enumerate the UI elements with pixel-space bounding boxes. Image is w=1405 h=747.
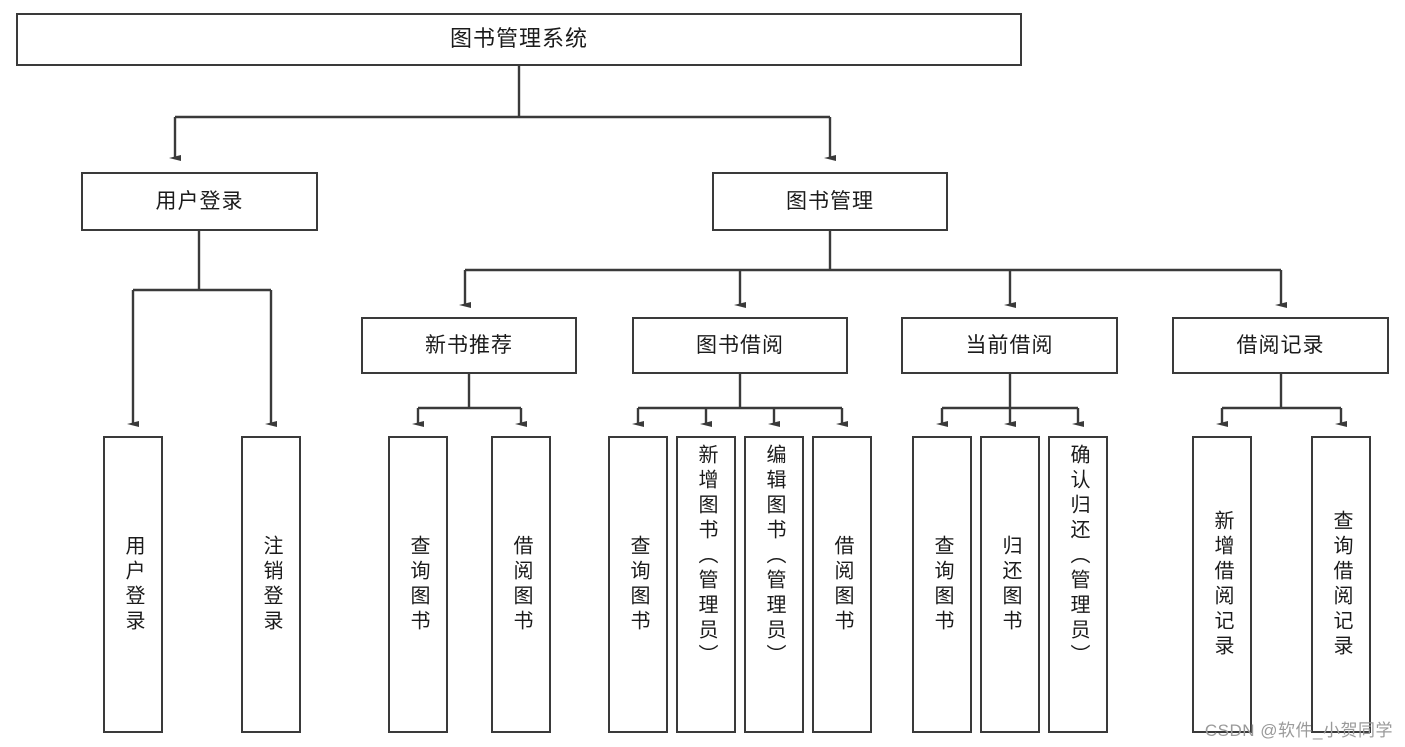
node-label: 新书推荐 <box>425 333 513 357</box>
node-user-login[interactable]: 用户登录 <box>81 172 318 231</box>
leaf-label: 借阅图书 <box>831 534 853 635</box>
leaf-current-borrow-return-book[interactable]: 归还图书 <box>980 436 1040 733</box>
leaf-label: 注销登录 <box>260 534 282 635</box>
node-label: 借阅记录 <box>1236 333 1325 357</box>
leaf-borrow-record-query-record[interactable]: 查询借阅记录 <box>1311 436 1371 733</box>
node-root-book-management-system[interactable]: 图书管理系统 <box>16 13 1022 66</box>
leaf-label: 查询图书 <box>627 534 649 635</box>
leaf-label: 新增图书（管理员） <box>695 444 717 669</box>
node-borrow-record[interactable]: 借阅记录 <box>1172 317 1389 374</box>
node-label: 用户登录 <box>155 189 244 213</box>
leaf-inner: 归还图书 <box>982 444 1038 725</box>
leaf-inner: 新增借阅记录 <box>1194 444 1250 725</box>
leaf-label: 确认归还（管理员） <box>1067 444 1089 669</box>
leaf-book-borrow-borrow-book[interactable]: 借阅图书 <box>812 436 872 733</box>
leaf-label: 查询图书 <box>407 534 429 635</box>
leaf-inner: 新增图书（管理员） <box>678 444 734 725</box>
node-new-book-recommend[interactable]: 新书推荐 <box>361 317 577 374</box>
leaf-inner: 查询图书 <box>914 444 970 725</box>
leaf-user-login-logout[interactable]: 注销登录 <box>241 436 301 733</box>
leaf-label: 用户登录 <box>122 534 144 635</box>
leaf-book-borrow-add-book-admin[interactable]: 新增图书（管理员） <box>676 436 736 733</box>
leaf-inner: 查询借阅记录 <box>1313 444 1369 725</box>
node-label: 图书管理系统 <box>449 26 588 52</box>
leaf-label: 归还图书 <box>999 534 1021 635</box>
node-label: 图书管理 <box>786 189 874 213</box>
leaf-label: 新增借阅记录 <box>1211 509 1233 660</box>
leaf-book-borrow-edit-book-admin[interactable]: 编辑图书（管理员） <box>744 436 804 733</box>
leaf-label: 编辑图书（管理员） <box>763 444 785 669</box>
csdn-watermark: CSDN @软件_小贺同学 <box>1204 721 1393 740</box>
leaf-new-book-borrow-book[interactable]: 借阅图书 <box>491 436 551 733</box>
leaf-inner: 查询图书 <box>610 444 666 725</box>
leaf-label: 查询借阅记录 <box>1330 509 1352 660</box>
leaf-inner: 确认归还（管理员） <box>1050 444 1106 725</box>
node-current-borrow[interactable]: 当前借阅 <box>901 317 1118 374</box>
leaf-label: 查询图书 <box>931 534 953 635</box>
node-book-borrow[interactable]: 图书借阅 <box>632 317 848 374</box>
leaf-inner: 注销登录 <box>243 444 299 725</box>
node-book-management[interactable]: 图书管理 <box>712 172 948 231</box>
leaf-inner: 编辑图书（管理员） <box>746 444 802 725</box>
node-label: 当前借阅 <box>965 333 1054 357</box>
leaf-inner: 借阅图书 <box>814 444 870 725</box>
leaf-inner: 用户登录 <box>105 444 161 725</box>
leaf-current-borrow-query-book[interactable]: 查询图书 <box>912 436 972 733</box>
leaf-current-borrow-confirm-return-admin[interactable]: 确认归还（管理员） <box>1048 436 1108 733</box>
leaf-inner: 查询图书 <box>390 444 446 725</box>
leaf-new-book-query-book[interactable]: 查询图书 <box>388 436 448 733</box>
node-label: 图书借阅 <box>696 333 784 357</box>
leaf-book-borrow-query-book[interactable]: 查询图书 <box>608 436 668 733</box>
leaf-borrow-record-add-record[interactable]: 新增借阅记录 <box>1192 436 1252 733</box>
leaf-label: 借阅图书 <box>510 534 532 635</box>
leaf-inner: 借阅图书 <box>493 444 549 725</box>
leaf-user-login-login[interactable]: 用户登录 <box>103 436 163 733</box>
